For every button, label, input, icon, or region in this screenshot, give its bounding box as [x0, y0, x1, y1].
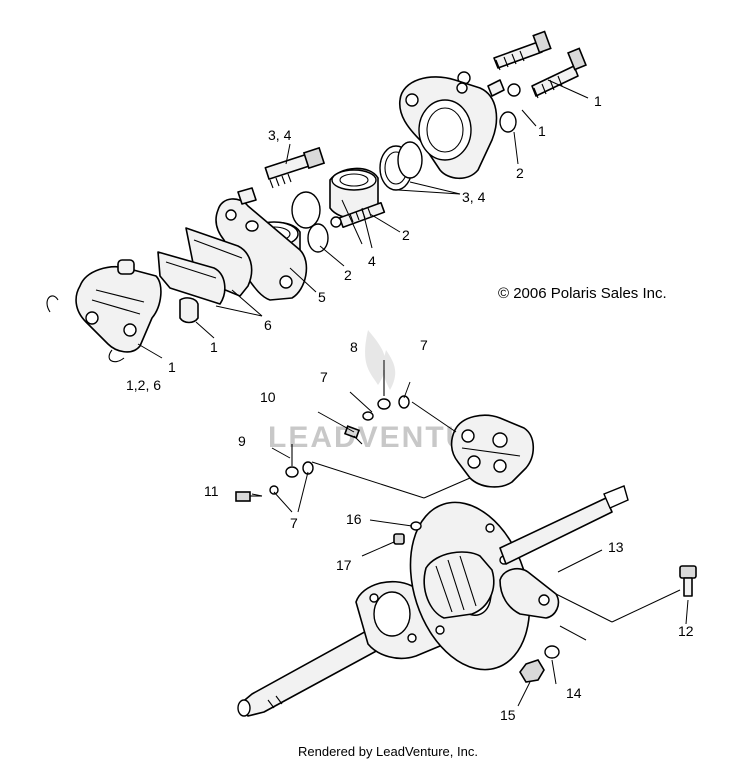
callout-11: 11 [204, 483, 219, 499]
caliper-piston-large [329, 167, 379, 220]
callout-3-4-right: 3, 4 [462, 189, 486, 205]
callout-9: 9 [238, 433, 246, 449]
mount-bracket [499, 567, 560, 619]
banjo-bolt-lower [269, 444, 314, 495]
caliper-bolt-upper [493, 30, 552, 71]
brake-pad-outer [157, 251, 226, 305]
callout-15: 15 [500, 707, 516, 723]
callout-1-housing: 1 [538, 123, 546, 139]
callout-5: 5 [318, 289, 326, 305]
callout-3-4-top: 3, 4 [268, 127, 292, 143]
cv-boot [423, 551, 495, 619]
callout-17: 17 [336, 557, 352, 573]
callout-10: 10 [260, 389, 276, 405]
piston-seals [291, 141, 423, 253]
callout-2-mid: 2 [344, 267, 352, 283]
callout-2-top: 2 [516, 165, 524, 181]
caliper-bracket [215, 198, 308, 301]
axle-shaft-right [499, 485, 629, 565]
banjo-bolt-upper [362, 370, 410, 421]
washer-16 [410, 521, 422, 531]
callout-7-low: 7 [290, 515, 298, 531]
watermark-logo [365, 330, 396, 390]
caliper-pin-sleeve [117, 259, 199, 324]
slide-pin-spring-lower [330, 201, 386, 229]
callout-7-top: 7 [420, 337, 428, 353]
washer-14 [544, 645, 560, 659]
retaining-clip-upper [46, 295, 59, 313]
callout-8: 8 [350, 339, 358, 355]
callout-1-bolts: 1 [594, 93, 602, 109]
leader-lines [137, 79, 689, 707]
callout-7-mid: 7 [320, 369, 328, 385]
copyright-text: © 2006 Polaris Sales Inc. [498, 285, 667, 302]
bolt-17 [393, 533, 405, 545]
bushing [237, 187, 257, 205]
hydraulic-caliper [450, 414, 535, 488]
slide-pin-spring-upper [264, 146, 326, 189]
bolt-11 [235, 491, 262, 502]
callout-1-caliper: 1 [168, 359, 176, 375]
footer-text: Rendered by LeadVenture, Inc. [298, 744, 478, 759]
caliper-housing-outer [398, 76, 517, 180]
callout-16: 16 [346, 511, 362, 527]
callout-12: 12 [678, 623, 694, 639]
retaining-clip-lower [108, 349, 125, 363]
bolt-12 [679, 565, 697, 597]
caliper-body-left [75, 266, 162, 353]
callout-14: 14 [566, 685, 582, 701]
callout-4: 4 [368, 253, 376, 269]
callout-13: 13 [608, 539, 624, 555]
callout-2-right: 2 [402, 227, 410, 243]
nut-15 [519, 659, 545, 683]
callout-1-pin: 1 [210, 339, 218, 355]
callout-6: 6 [264, 317, 272, 333]
caliper-bolt-lower [531, 47, 587, 99]
callout-1-2-6: 1,2, 6 [126, 377, 161, 393]
bleeder-screw [457, 71, 521, 97]
